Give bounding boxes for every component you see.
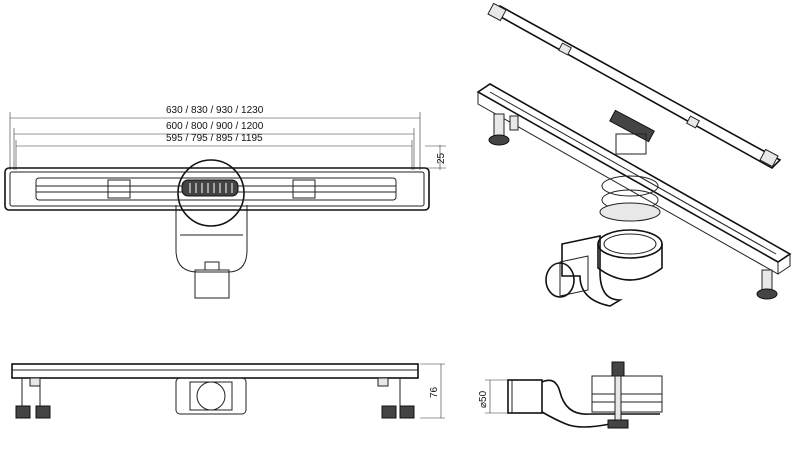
section-view: [485, 361, 663, 429]
adjustable-foot-left: [15, 377, 51, 419]
adjustable-foot-right: [377, 377, 415, 419]
overall-length-label: 630 / 830 / 930 / 1230: [166, 105, 264, 116]
channel-foot-right: [756, 269, 778, 300]
drain-outlet: [545, 229, 663, 307]
outlet-diameter-label: ⌀50: [478, 390, 489, 408]
grate: [487, 2, 782, 169]
total-height-label: 76: [429, 386, 440, 398]
channel-foot-left: [488, 113, 519, 146]
filter-insert: [599, 109, 661, 222]
channel-length-label: 600 / 800 / 900 / 1200: [166, 121, 264, 132]
channel: [476, 83, 792, 275]
top-view: [4, 112, 446, 299]
channel-height-label: 25: [436, 152, 447, 164]
side-view: [11, 363, 445, 419]
isometric-view: [476, 2, 792, 307]
grate-length-label: 595 / 795 / 895 / 1195: [166, 133, 263, 144]
